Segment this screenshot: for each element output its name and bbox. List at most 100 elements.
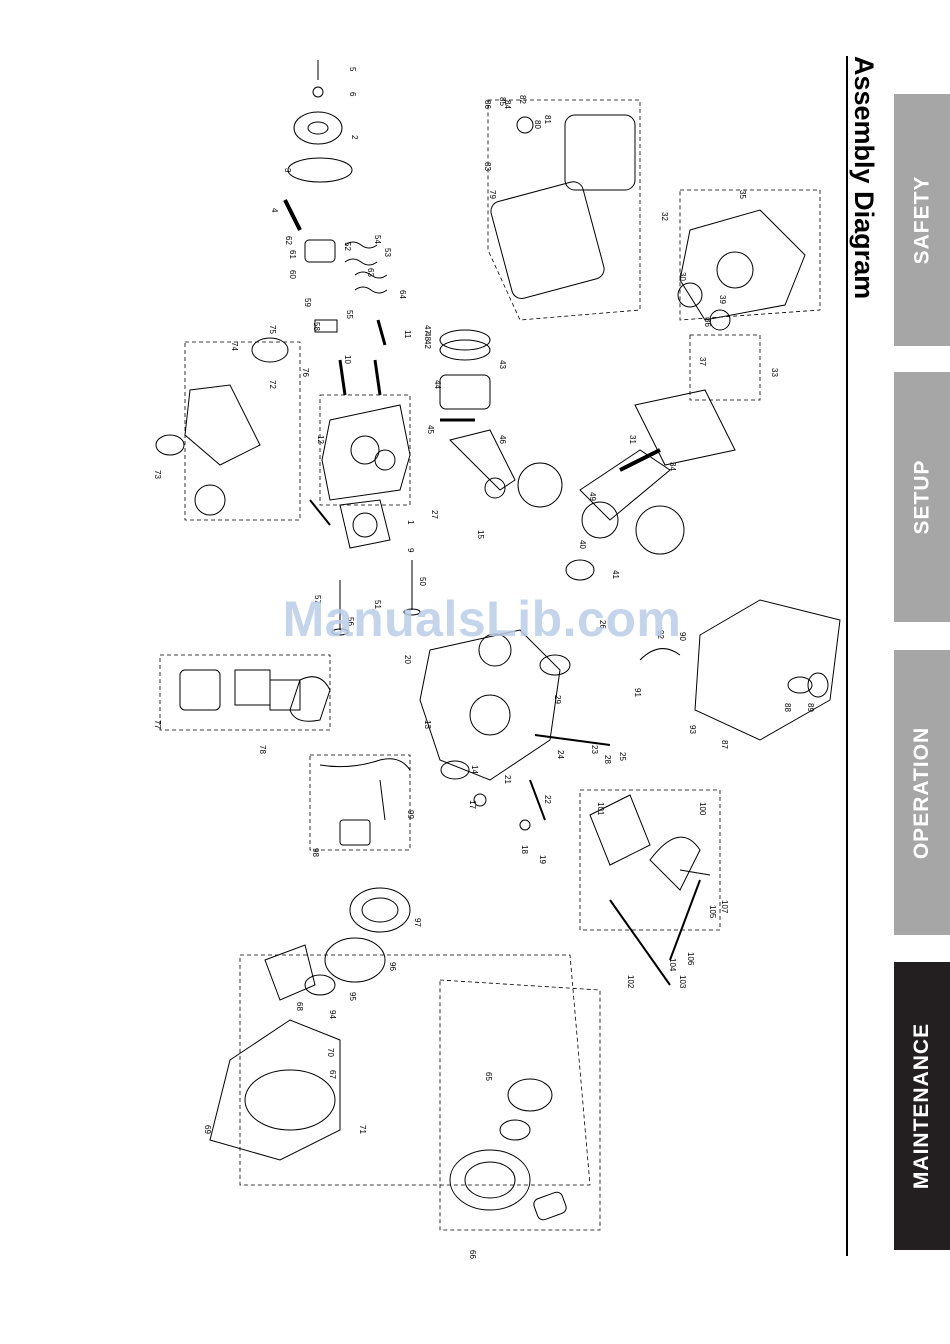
engine-block (419, 629, 561, 781)
tab-operation[interactable]: OPERATION (894, 650, 950, 935)
part-number-label: 25 (618, 752, 627, 761)
part-number-label: 86 (483, 100, 492, 109)
part-number-label: 20 (403, 655, 412, 664)
page-title: Assembly Diagram (849, 56, 879, 300)
part-number-label: 43 (498, 360, 507, 369)
tab-maintenance[interactable]: MAINTENANCE (894, 962, 950, 1250)
fuel-tank (694, 599, 841, 741)
part-number-label: 1 (406, 520, 415, 525)
oil-group-outline (689, 334, 761, 401)
part-number-label: 64 (398, 290, 407, 299)
part-number-label: 52 (343, 242, 352, 251)
ignition-outline (309, 754, 411, 851)
title-rule (846, 56, 848, 1256)
part-number-label: 76 (301, 368, 310, 377)
governor-bracket (589, 794, 651, 866)
part-number-label: 69 (203, 1125, 212, 1134)
part-number-label: 107 (720, 900, 729, 914)
part-number-label: 58 (312, 322, 321, 331)
recoil-outline (439, 979, 601, 1231)
tab-label: MAINTENANCE (910, 1022, 934, 1190)
part-number-label: 98 (311, 848, 320, 857)
part-number-label: 29 (553, 695, 562, 704)
part-number-label: 46 (498, 435, 507, 444)
part-number-label: 42 (423, 340, 432, 349)
part-number-label: 17 (468, 800, 477, 809)
muffler-group-outline (487, 99, 641, 321)
part-number-label: 96 (388, 962, 397, 971)
part-number-label: 71 (358, 1125, 367, 1134)
part-number-label: 12 (316, 435, 325, 444)
part-number-label: 30 (678, 272, 687, 281)
air-cleaner-base (179, 669, 221, 711)
part-number-label: 28 (603, 755, 612, 764)
part-number-label: 73 (153, 470, 162, 479)
part-number-label: 22 (543, 795, 552, 804)
part-number-label: 34 (668, 462, 677, 471)
part-number-label: 9 (406, 548, 415, 553)
part-number-label: 102 (626, 975, 635, 989)
part-number-label: 57 (313, 595, 322, 604)
tab-label: SETUP (910, 459, 934, 535)
part-number-label: 80 (533, 120, 542, 129)
part-number-label: 23 (590, 745, 599, 754)
fan-housing (209, 1019, 341, 1161)
cylinder-head (321, 404, 411, 501)
part-number-label: 105 (708, 905, 717, 919)
part-number-label: 90 (678, 632, 687, 641)
part-number-label: 65 (484, 1072, 493, 1081)
part-number-label: 104 (668, 958, 677, 972)
part-number-label: 18 (520, 845, 529, 854)
part-number-label: 91 (633, 688, 642, 697)
top-cap (293, 111, 343, 145)
part-number-label: 81 (543, 115, 552, 124)
crankshaft (579, 449, 671, 521)
part-number-label: 13 (423, 720, 432, 729)
part-number-label: 78 (258, 745, 267, 754)
part-number-label: 14 (470, 765, 479, 774)
part-number-label: 72 (268, 380, 277, 389)
part-number-label: 51 (373, 600, 382, 609)
tab-safety[interactable]: SAFETY (894, 94, 950, 346)
part-number-label: 82 (518, 95, 527, 104)
cooling-fan (324, 937, 386, 983)
part-number-label: 49 (588, 492, 597, 501)
part-number-label: 37 (698, 357, 707, 366)
part-number-label: 31 (628, 435, 637, 444)
cover-gasket (634, 389, 736, 466)
part-number-label: 87 (720, 740, 729, 749)
part-number-label: 75 (268, 325, 277, 334)
part-number-label: 95 (348, 992, 357, 1001)
part-number-label: 35 (738, 190, 747, 199)
watermark: ManualsLib.com (282, 591, 682, 647)
crankcase-cover (679, 209, 806, 321)
part-number-label: 50 (418, 577, 427, 586)
governor-outline (579, 789, 721, 931)
connecting-rod (449, 429, 516, 491)
part-number-label: 83 (483, 162, 492, 171)
part-number-label: 15 (476, 530, 485, 539)
part-number-label: 33 (770, 368, 779, 377)
part-number-label: 63 (366, 268, 375, 277)
part-number-label: 44 (433, 380, 442, 389)
tab-setup[interactable]: SETUP (894, 372, 950, 622)
part-number-label: 56 (346, 617, 355, 626)
part-number-label: 21 (503, 775, 512, 784)
part-number-label: 97 (413, 918, 422, 927)
crankcase-cover-outline (679, 189, 821, 321)
part-number-label: 27 (430, 510, 439, 519)
part-number-label: 88 (783, 703, 792, 712)
part-number-label: 45 (426, 425, 435, 434)
part-number-label: 48 (423, 332, 432, 341)
part-number-label: 92 (656, 630, 665, 639)
tab-label: SAFETY (910, 175, 933, 265)
muffler-shield (490, 181, 605, 299)
part-number-label: 4 (270, 208, 279, 213)
crank-gear (635, 505, 685, 555)
part-number-label: 67 (328, 1070, 337, 1079)
part-number-label: 93 (688, 725, 697, 734)
carburetor (184, 384, 261, 466)
part-number-label: 3 (283, 168, 292, 173)
